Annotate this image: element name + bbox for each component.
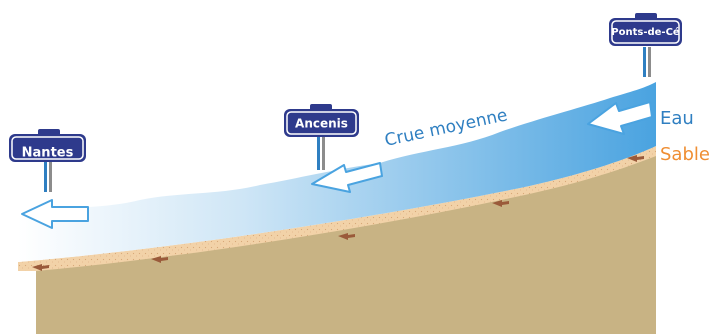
sable-label: Sable (660, 144, 710, 165)
sign-nantes: Nantes (9, 129, 86, 192)
sign-ponts-de-ce: Ponts-de-Cé (609, 13, 682, 77)
sign-nantes-label: Nantes (22, 146, 74, 161)
sign-ancenis-label: Ancenis (295, 117, 348, 131)
eau-label: Eau (660, 108, 694, 129)
sign-ponts-de-ce-label: Ponts-de-Cé (611, 26, 680, 38)
sign-ancenis: Ancenis (284, 104, 359, 170)
